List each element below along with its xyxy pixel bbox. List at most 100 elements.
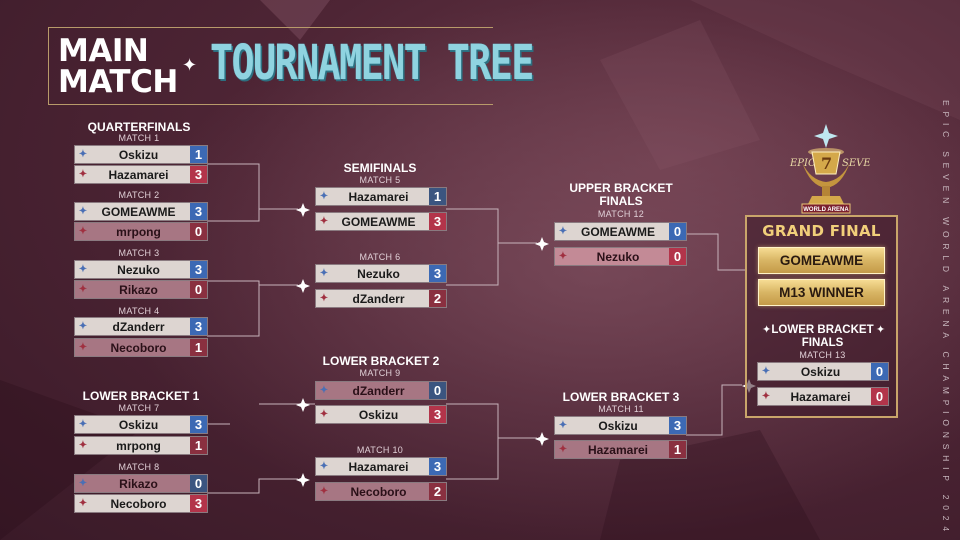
score: 2	[429, 483, 446, 500]
main-match-title: MAIN MATCH	[58, 33, 178, 100]
red-side-icon: ✦	[78, 226, 88, 237]
grand-final-player-1[interactable]: GOMEAWME	[758, 247, 885, 274]
score: 0	[669, 223, 686, 240]
match-10-player-2[interactable]: ✦ Necoboro 2	[315, 482, 447, 501]
blue-side-icon: ✦	[558, 226, 568, 237]
score: 3	[190, 261, 207, 278]
match-5-label: MATCH 5	[359, 175, 401, 185]
match-5-player-1[interactable]: ✦ Hazamarei 1	[315, 187, 447, 206]
blue-side-icon: ✦	[319, 385, 329, 396]
upper-finals-title: UPPER BRACKET FINALS	[569, 181, 673, 208]
match-12-player-1[interactable]: ✦ GOMEAWME 0	[554, 222, 687, 241]
match-2-label: MATCH 2	[118, 190, 160, 200]
lower-bracket-2-title: LOWER BRACKET 2	[322, 354, 440, 368]
score: 3	[429, 265, 446, 282]
score: 3	[190, 416, 207, 433]
title-frame-left	[48, 27, 49, 105]
match-3-player-2[interactable]: ✦ Rikazo 0	[74, 280, 208, 299]
score: 3	[190, 203, 207, 220]
red-side-icon: ✦	[78, 169, 88, 180]
match-8-label: MATCH 8	[118, 462, 160, 472]
score: 0	[871, 363, 888, 380]
match-11-player-2[interactable]: ✦ Hazamarei 1	[554, 440, 687, 459]
match-13-player-2[interactable]: ✦ Hazamarei 0	[757, 387, 889, 406]
match-4-player-1[interactable]: ✦ dZanderr 3	[74, 317, 208, 336]
match-5-player-2[interactable]: ✦ GOMEAWME 3	[315, 212, 447, 231]
red-side-icon: ✦	[558, 251, 568, 262]
match-2-player-1[interactable]: ✦ GOMEAWME 3	[74, 202, 208, 221]
match-1-player-2[interactable]: ✦ Hazamarei 3	[74, 165, 208, 184]
match-13-player-1[interactable]: ✦ Oskizu 0	[757, 362, 889, 381]
match-13-label: MATCH 13	[799, 350, 846, 360]
match-10-player-1[interactable]: ✦ Hazamarei 3	[315, 457, 447, 476]
score: 1	[190, 437, 207, 454]
match-9-label: MATCH 9	[359, 368, 401, 378]
blue-side-icon: ✦	[558, 420, 568, 431]
match-11-label: MATCH 11	[598, 404, 644, 414]
match-7-label: MATCH 7	[118, 403, 160, 413]
blue-side-icon: ✦	[78, 149, 88, 160]
match-1-player-1[interactable]: ✦ Oskizu 1	[74, 145, 208, 164]
match-2-player-2[interactable]: ✦ mrpong 0	[74, 222, 208, 241]
score: 3	[190, 166, 207, 183]
score: 0	[190, 223, 207, 240]
score: 3	[190, 495, 207, 512]
score: 0	[429, 382, 446, 399]
match-7-player-2[interactable]: ✦ mrpong 1	[74, 436, 208, 455]
side-caption: EPIC SEVEN WORLD ARENA CHAMPIONSHIP 2024	[941, 100, 951, 537]
match-8-player-1[interactable]: ✦ Rikazo 0	[74, 474, 208, 493]
lower-bracket-1-title: LOWER BRACKET 1	[82, 389, 200, 403]
match-8-player-2[interactable]: ✦ Necoboro 3	[74, 494, 208, 513]
red-side-icon: ✦	[319, 293, 329, 304]
tournament-tree-title: TOURNAMENT TREE	[210, 35, 534, 91]
match-7-player-1[interactable]: ✦ Oskizu 3	[74, 415, 208, 434]
logo-epic-text: EPIC	[789, 158, 816, 169]
blue-side-icon: ✦	[78, 321, 88, 332]
blue-side-icon: ✦	[78, 264, 88, 275]
blue-side-icon: ✦	[319, 268, 329, 279]
match-6-player-1[interactable]: ✦ Nezuko 3	[315, 264, 447, 283]
epic-seven-world-arena-logo: EPIC SEVEN 7 WORLD ARENA	[789, 124, 870, 214]
match-10-label: MATCH 10	[356, 445, 404, 455]
match-9-player-1[interactable]: ✦ dZanderr 0	[315, 381, 447, 400]
match-3-player-1[interactable]: ✦ Nezuko 3	[74, 260, 208, 279]
match-9-player-2[interactable]: ✦ Oskizu 3	[315, 405, 447, 424]
score: 1	[669, 441, 686, 458]
match-6-player-2[interactable]: ✦ dZanderr 2	[315, 289, 447, 308]
logo-seven-number: 7	[821, 154, 832, 173]
score: 3	[190, 318, 207, 335]
sparkle-icon: ✦	[876, 324, 886, 336]
score: 2	[429, 290, 446, 307]
score: 1	[190, 146, 207, 163]
blue-side-icon: ✦	[319, 191, 329, 202]
red-side-icon: ✦	[78, 440, 88, 451]
match-4-label: MATCH 4	[118, 306, 160, 316]
match-1-label: MATCH 1	[118, 133, 160, 143]
red-side-icon: ✦	[558, 444, 568, 455]
match-11-player-1[interactable]: ✦ Oskizu 3	[554, 416, 687, 435]
logo-banner-text: WORLD ARENA	[803, 207, 849, 213]
lower-bracket-3-title: LOWER BRACKET 3	[562, 390, 680, 404]
blue-side-icon: ✦	[319, 461, 329, 472]
red-side-icon: ✦	[78, 284, 88, 295]
lower-finals-title: LOWER BRACKET FINALS	[771, 324, 874, 349]
score: 3	[669, 417, 686, 434]
match-12-player-2[interactable]: ✦ Nezuko 0	[554, 247, 687, 266]
title-frame-bottom	[48, 104, 493, 105]
score: 3	[429, 213, 446, 230]
score: 3	[429, 458, 446, 475]
quarterfinals-title: QUARTERFINALS	[87, 120, 191, 134]
match-4-player-2[interactable]: ✦ Necoboro 1	[74, 338, 208, 357]
sparkle-icon: ✦	[762, 324, 772, 336]
title-frame-top	[48, 27, 493, 28]
match-6-label: MATCH 6	[359, 252, 401, 262]
red-side-icon: ✦	[319, 216, 329, 227]
title-sparkle-icon: ✦	[182, 55, 198, 75]
score: 1	[190, 339, 207, 356]
red-side-icon: ✦	[319, 486, 329, 497]
match-12-label: MATCH 12	[597, 209, 645, 219]
red-side-icon: ✦	[319, 409, 329, 420]
blue-side-icon: ✦	[78, 478, 88, 489]
red-side-icon: ✦	[761, 391, 771, 402]
grand-final-player-2[interactable]: M13 WINNER	[758, 279, 885, 306]
